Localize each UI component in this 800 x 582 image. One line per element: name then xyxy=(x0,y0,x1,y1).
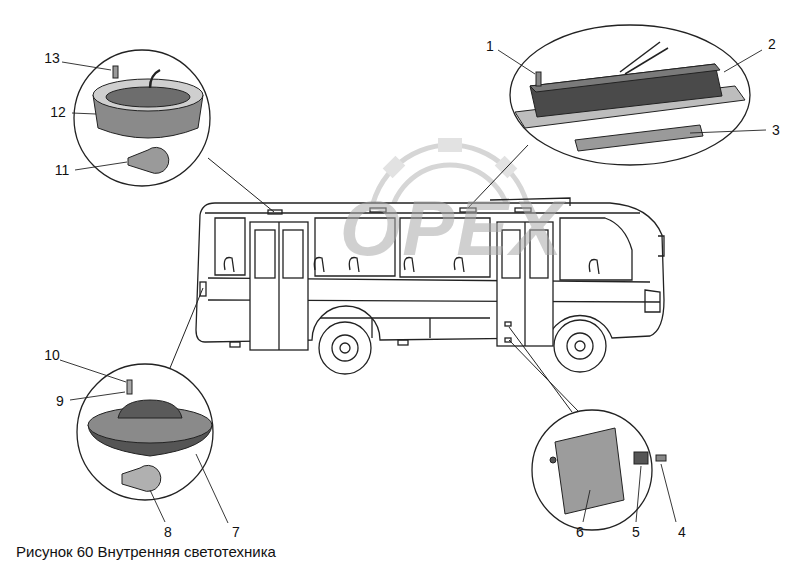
dome-lamp xyxy=(88,380,212,491)
callout-number: 2 xyxy=(768,36,776,52)
leader-line xyxy=(60,50,766,523)
callout-number: 5 xyxy=(632,524,640,540)
caption: Рисунок 60 Внутренняя светотехника xyxy=(16,543,276,560)
watermark: OPEX xyxy=(340,183,565,274)
callout-number: 8 xyxy=(164,524,172,540)
callout-number: 13 xyxy=(44,50,60,66)
long-lamp xyxy=(515,42,745,151)
callout-number: 11 xyxy=(55,162,70,178)
callout-number: 9 xyxy=(56,393,64,409)
round-lamp xyxy=(93,66,203,173)
callout-number: 7 xyxy=(232,524,240,540)
callout-number: 10 xyxy=(44,347,60,363)
callout-number: 6 xyxy=(576,524,584,540)
callout-number: 1 xyxy=(486,38,494,54)
plate-lamp xyxy=(550,428,666,514)
callout-circle xyxy=(74,25,750,530)
link-line xyxy=(170,145,578,412)
callout-number: 3 xyxy=(772,122,780,138)
callout-number: 4 xyxy=(678,524,686,540)
callout-number: 12 xyxy=(50,104,66,120)
